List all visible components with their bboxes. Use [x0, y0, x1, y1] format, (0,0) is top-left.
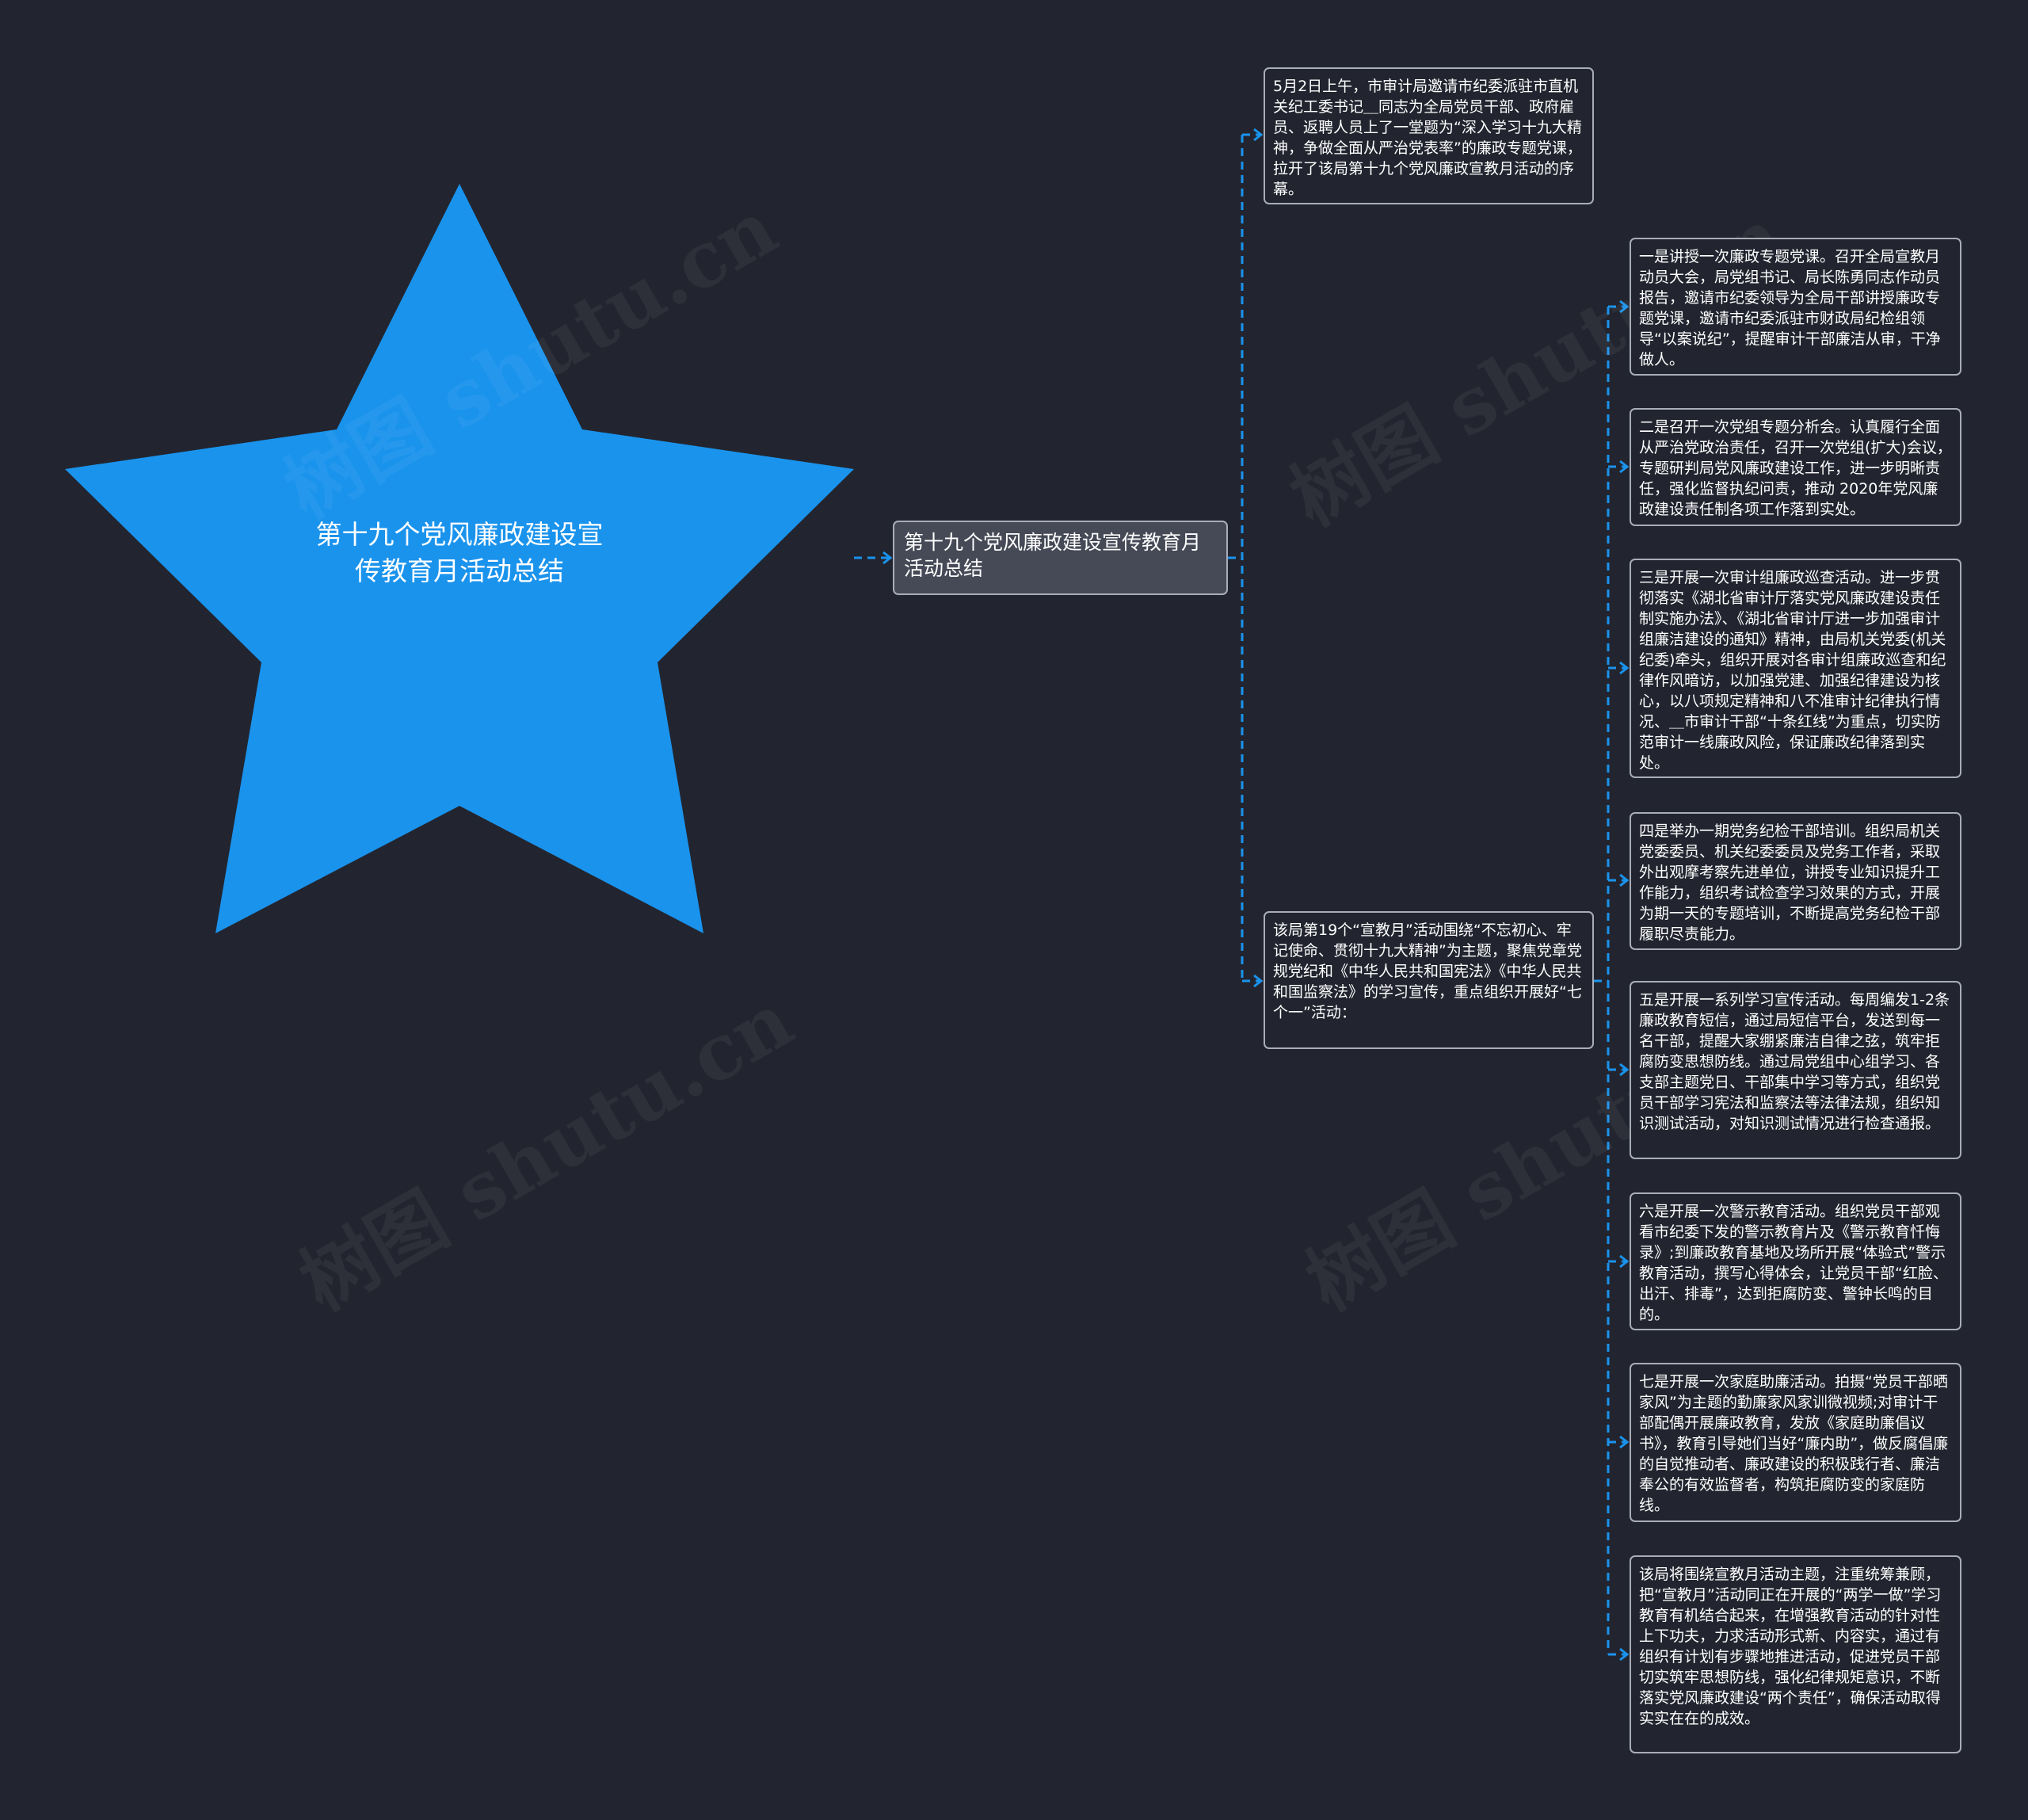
connector-arrow	[1619, 460, 1630, 474]
connector-arrow	[1253, 974, 1264, 988]
connector-arrow	[1253, 128, 1264, 142]
connector-arrow	[1619, 873, 1630, 887]
leaf-node-8[interactable]: 该局将围绕宣教月活动主题，注重统筹兼顾，把“宣教月”活动同正在开展的“两学一做”…	[1630, 1555, 1961, 1753]
leaf-node-2[interactable]: 二是召开一次党组专题分析会。认真履行全面从严治党政治责任，召开一次党组(扩大)会…	[1630, 408, 1961, 526]
leaf-node-6[interactable]: 六是开展一次警示教育活动。组织党员干部观看市纪委下发的警示教育片及《警示教育忏悔…	[1630, 1192, 1961, 1330]
connector-arrow	[1619, 1063, 1630, 1077]
connector-lines	[854, 128, 1630, 1662]
leaf-node-7[interactable]: 七是开展一次家庭助廉活动。拍摄“党员干部晒家风”为主题的勤廉家风家训微视频;对审…	[1630, 1363, 1961, 1522]
leaf-node-5[interactable]: 五是开展一系列学习宣传活动。每周编发1-2条廉政教育短信，通过局短信平台，发送到…	[1630, 981, 1961, 1159]
leaf-node-1[interactable]: 一是讲授一次廉政专题党课。召开全局宣教月动员大会，局党组书记、局长陈勇同志作动员…	[1630, 238, 1961, 376]
connector-arrow	[882, 551, 893, 565]
root-topic-title[interactable]: 第十九个党风廉政建设宣 传教育月活动总结	[315, 519, 604, 586]
connector-arrow	[1619, 661, 1630, 675]
connector-arrow	[1619, 1254, 1630, 1269]
branch-node-seven-activities[interactable]: 该局第19个“宣教月”活动围绕“不忘初心、牢记使命、贯彻十九大精神”为主题，聚焦…	[1264, 911, 1594, 1049]
root-star-shape[interactable]	[65, 184, 854, 933]
connector-arrow	[1619, 300, 1630, 314]
leaf-node-4[interactable]: 四是举办一期党务纪检干部培训。组织局机关党委委员、机关纪委委员及党务工作者，采取…	[1630, 812, 1961, 950]
connector-arrow	[1619, 1435, 1630, 1449]
leaf-node-3[interactable]: 三是开展一次审计组廉政巡查活动。进一步贯彻落实《湖北省审计厅落实党风廉政建设责任…	[1630, 559, 1961, 778]
branch-node-intro[interactable]: 5月2日上午，市审计局邀请市纪委派驻市直机关纪工委书记＿同志为全局党员干部、政府…	[1264, 67, 1594, 204]
connector-arrow	[1619, 1647, 1630, 1662]
main-topic-node[interactable]: 第十九个党风廉政建设宣传教育月活动总结	[893, 521, 1228, 595]
